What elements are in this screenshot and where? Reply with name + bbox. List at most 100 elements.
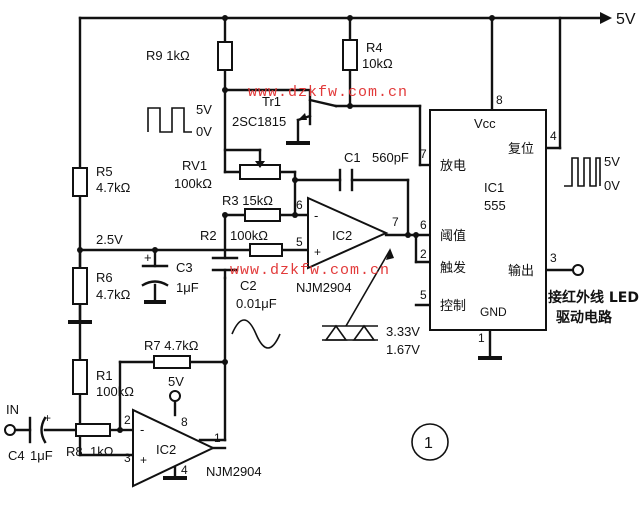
r4-label: R4 [366, 40, 383, 55]
resistor-r6 [72, 267, 88, 305]
sine-wave [231, 319, 281, 349]
resistor-r5 [72, 167, 88, 197]
c3-plus: + [144, 250, 152, 265]
resistor-r2 [249, 243, 283, 257]
rv1-label: RV1 [182, 158, 207, 173]
transistor-model: 2SC1815 [232, 114, 286, 129]
ic2-bottom-pin4: 4 [181, 463, 188, 477]
ic2-top-model: NJM2904 [296, 280, 352, 295]
r1-label: R1 [96, 368, 113, 383]
ic2-bottom-label: IC2 [156, 442, 176, 457]
input-terminal [4, 424, 16, 436]
ic1-pin6: 6 [420, 218, 427, 232]
resistor-r3 [244, 208, 281, 222]
ic1-reset-label: 复位 [508, 142, 534, 157]
ic1-pin7: 7 [420, 147, 427, 161]
supply-label: 5V [616, 11, 636, 28]
ic2-top-pin5: 5 [296, 235, 303, 249]
diode-threshold-symbol [322, 248, 394, 341]
ic1-555 [429, 109, 547, 331]
square-wave-top [147, 107, 192, 133]
capacitors [28, 168, 354, 444]
r5-value: 4.7kΩ [96, 180, 131, 195]
transistor-tr1 [296, 88, 338, 126]
r2-value: 100kΩ [230, 228, 268, 243]
r4-value: 10kΩ [362, 56, 393, 71]
resistors [72, 39, 358, 437]
wave-right-high: 5V [604, 154, 620, 169]
wave-top-low: 0V [196, 124, 212, 139]
r7-label: R7 4.7kΩ [144, 338, 199, 353]
c2-label: C2 [240, 278, 257, 293]
wave-top-high: 5V [196, 102, 212, 117]
opamp-ic2-top [307, 196, 389, 270]
resistor-r8 [75, 423, 111, 437]
c1-value: 560pF [372, 150, 409, 165]
c4-plus: + [44, 411, 51, 425]
ic1-pin3: 3 [550, 251, 557, 265]
junction-dots [77, 15, 495, 433]
c3-value: 1μF [176, 280, 199, 295]
ic1-gnd-label: GND [480, 305, 507, 319]
output-note-line2: 驱动电路 [556, 309, 613, 326]
c4-value: 1μF [30, 448, 53, 463]
r8-value: 1kΩ [90, 444, 114, 459]
resistor-r7 [153, 355, 191, 369]
resistor-r9 [217, 41, 233, 71]
ic2-top-label: IC2 [332, 228, 352, 243]
figure-number: 1 [424, 435, 433, 452]
r6-value: 4.7kΩ [96, 287, 131, 302]
rv1-value: 100kΩ [174, 176, 212, 191]
resistor-r1 [72, 359, 88, 395]
ic1-model: 555 [484, 198, 506, 213]
wave-right-low: 0V [604, 178, 620, 193]
ic1-vcc-label: Vcc [474, 116, 496, 131]
ground-symbols [68, 141, 502, 480]
c1-label: C1 [344, 150, 361, 165]
ic1-pin8: 8 [496, 93, 503, 107]
threshold-high: 3.33V [386, 324, 420, 339]
ic2-bottom-pin2: 2 [124, 413, 131, 427]
ic1-threshold-label: 阈值 [440, 228, 466, 244]
opamp-supply-label: 5V [168, 374, 184, 389]
ic1-pin1: 1 [478, 331, 485, 345]
ic1-output-label: 输出 [508, 263, 534, 279]
wires [10, 16, 602, 480]
bias-voltage: 2.5V [96, 232, 123, 247]
ic2-top-plus: + [314, 245, 321, 259]
ic2-top-minus: - [314, 208, 318, 223]
ic1-name: IC1 [484, 180, 504, 195]
transistor-label: Tr1 [262, 94, 281, 109]
output-terminal [572, 264, 584, 276]
resistor-r4 [342, 39, 358, 71]
c2-value: 0.01μF [236, 296, 277, 311]
ic1-pin2: 2 [420, 247, 427, 261]
watermark-top: www.dzkfw.com.cn [248, 84, 408, 101]
ic1-control-label: 控制 [440, 299, 466, 314]
ic2-bottom-pin8: 8 [181, 415, 188, 429]
output-note-line1: 接红外线 LED [548, 289, 639, 306]
r8-label: R8 [66, 444, 83, 459]
input-label: IN [6, 402, 19, 417]
threshold-low: 1.67V [386, 342, 420, 357]
supply-arrow [600, 12, 612, 24]
ic1-pin5: 5 [420, 288, 427, 302]
ic2-top-pin7: 7 [392, 215, 399, 229]
rv1-wiper-arrow [255, 161, 265, 168]
ic2-bottom-minus: - [140, 422, 144, 437]
ic2-bottom-pin1: 1 [214, 431, 221, 445]
figure-number-circle [411, 423, 449, 461]
ic1-discharge-label: 放电 [440, 159, 466, 174]
ic2-bottom-pin3: 3 [124, 451, 131, 465]
ic1-pin4: 4 [550, 129, 557, 143]
opamp-supply-terminal [169, 390, 181, 402]
opamp-ic2-bottom [132, 408, 216, 488]
ic1-trigger-label: 触发 [440, 260, 466, 276]
ic2-bottom-model: NJM2904 [206, 464, 262, 479]
ic2-top-pin6: 6 [296, 198, 303, 212]
r2-label: R2 [200, 228, 217, 243]
c4-label: C4 [8, 448, 25, 463]
square-wave-right [564, 157, 601, 187]
